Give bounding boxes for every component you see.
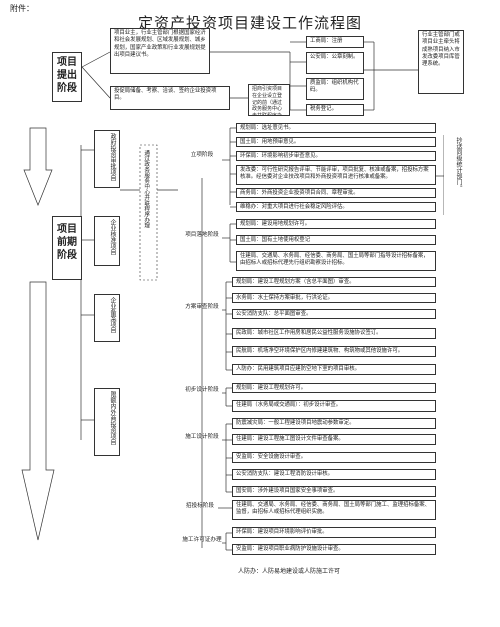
invest-box: 投促局储备、考察、洽谈、签约企业投资项目。 [110, 86, 230, 110]
lixiang-item: 国土局：用地预审意见。 [236, 137, 436, 147]
center-quality-box: 质监局：组织机构代码。 [306, 78, 364, 100]
approval-gov-box: 政府投资审批项目 [94, 130, 120, 188]
lixiang-item: 规划局：选址意见书。 [236, 123, 436, 133]
permit-item: 环保局：建设项目环境影响评价审批。 [232, 527, 436, 538]
approval-company-record-box: 企业备案项目 [94, 294, 120, 342]
center-tax-box: 税务登记。 [306, 104, 364, 116]
phase-proposal: 项目提出阶段 [52, 52, 82, 102]
stage-permit: 施工许可证办理 [182, 537, 222, 543]
page-title: 定资产投资项目建设工作流程图 [137, 14, 362, 32]
prelim-item: 规划局：建设工程规划许可。 [232, 383, 436, 393]
register-box: 招商引资项目在企业设立登记的前（通过政务服务中心走并联程序办理） [248, 84, 290, 116]
plan-item: 民政局：城市社区工作用房和居民公益性服务设施协议签订。 [232, 328, 436, 339]
land-item: 规划局：建设用地规划许可。 [236, 219, 436, 229]
stage-lixiang: 立项阶段 [190, 152, 214, 158]
stage-construction: 施工设计阶段 [185, 434, 219, 440]
construction-item: 住建局：建设工程施工图设计文件审查备案。 [232, 434, 436, 445]
approval-company-approve-box: 企业核准项目 [94, 216, 120, 266]
lixiang-item: 环保局：环境影响初步审查意见。 [236, 151, 436, 161]
plan-item: 人防办：民用建筑项目应建防空地下室的项目审核。 [232, 364, 436, 375]
stage-land: 项目落地阶段 [185, 232, 219, 238]
bid-item: 住建局、交通局、水务局、经信委、商务局、国土局等部门施工、监理招标备案、监督，由… [232, 500, 436, 520]
proposal-right-box: 行业主管部门或项目业主牵头将成熟项目纳入市发改委项目库管理系统。 [418, 30, 464, 94]
gov-service-center-label: 通过政务服务中心并联程序办理 [143, 150, 150, 229]
construction-item: 安监局：安全设施设计审查。 [232, 452, 436, 463]
plan-item: 公安消防支队：总平面图审查。 [232, 309, 436, 319]
construction-item: 公安消防支队：建设工程消防设计审核。 [232, 469, 436, 480]
center-public-box: 公安局：公章刻制。 [306, 52, 364, 74]
construction-item: 国安局：涉外建设项目国家安全事项审查。 [232, 486, 436, 497]
prelim-item: 住建局（水务局或交通局）：初步设计审查。 [232, 400, 436, 412]
stage-plan-review: 方案审查阶段 [185, 304, 219, 310]
plan-item: 规划局：建设工程规划方案（含总平面图）审查。 [232, 277, 436, 287]
permit-item: 安监局：建设项目职业病防护设施设计审查。 [232, 544, 436, 555]
proposal-left-box: 项目业主，行业主管部门根据国家经济和社会发展规划、区域发展规划、城乡规划，国家产… [110, 28, 210, 74]
stage-bid: 招投标阶段 [186, 503, 214, 509]
lixiang-item: 发改委：可行性研究报告评审、节能评审，项目批复、核准或备案，招投标方案核准。经信… [236, 165, 436, 185]
right-note: 抄送同级统计部门。 [444, 135, 464, 215]
stage-prelim: 初步设计阶段 [185, 387, 219, 393]
plan-item: 民航局：机场净空环境保护区内修建建筑物、构筑物或其他设施许可。 [232, 346, 436, 357]
lixiang-item: 维稳办：对重大项目进行社会稳定风险评估。 [236, 202, 436, 212]
plan-item: 水务局：水土保持方案审批，行洪论证。 [232, 293, 436, 303]
land-item: 国土局：国有土地使用权登记 [236, 235, 436, 245]
attachment-label: 附件： [10, 4, 34, 13]
lixiang-item: 商务局：外商投资企业投资项目合同、章程审批。 [236, 188, 436, 198]
land-item: 住建局、交通局、水务局、经信委、商务局、国土局等部门指导设计招标备案，由招标人或… [236, 251, 436, 271]
approval-limited-box: 限额内外商投资项目 [94, 388, 120, 456]
phase-pre: 项目前期阶段 [52, 216, 82, 280]
center-icon-box: 工商局：注册 [306, 36, 364, 48]
footer-note: 人防办：人防易地建设或人防施工许可 [238, 568, 341, 575]
construction-item: 防震减灾局：一般工程建设项目地震动参数审定。 [232, 418, 436, 429]
